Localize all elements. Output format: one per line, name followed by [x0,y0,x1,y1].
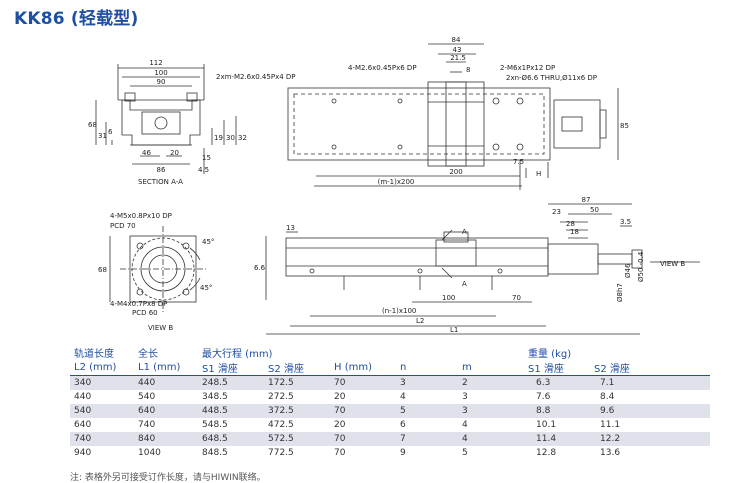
dim-86: 86 [157,166,166,174]
dim-85: 85 [620,122,629,130]
dim-l1: L1 [450,326,458,334]
technical-drawing: 112 100 90 68 31 6 46 20 86 4.5 19 30 32… [88,36,700,335]
header-weight-s1: S1 滑座 [524,360,590,376]
footnote: 注: 表格外另可接受订作长度，请与HIWIN联络。 [70,473,266,483]
dim-87: 87 [582,196,591,204]
dim-28: 28 [566,220,575,228]
header-l1: L1 (mm) [134,360,198,376]
dim-84: 84 [452,36,461,44]
dim-68-b: 68 [98,266,107,274]
dim-15: 15 [202,154,211,162]
header-total-length: 全长 [138,349,158,360]
dim-6-6: 6.6 [254,264,266,272]
label-h: H [536,170,541,178]
dim-21-5: 21.5 [450,54,466,62]
view-b-arrow-label: VIEW B [660,260,685,268]
note-tap-m5: 4-M5x0.8Px10 DP [110,212,172,220]
header-stroke-s1: S1 滑座 [198,360,264,376]
dim-7-5: 7.5 [513,158,524,166]
dim-8: 8 [466,66,470,74]
spec-table: 轨道长度 全长 最大行程 (mm) 重量 (kg) L2 (mm) L1 (mm… [70,345,710,460]
dim-32: 32 [238,134,247,142]
note-pcd-70: PCD 70 [110,222,136,230]
dim-46: 46 [142,149,151,157]
dim-6: 6 [108,128,113,136]
dim-23: 23 [552,208,561,216]
top-view [287,43,619,190]
note-thru-hole: 2xn-Ø6.6 THRU,Ø11x6 DP [506,74,597,82]
dim-dia-8h7: Ø8h7 [616,283,624,302]
view-b [109,226,206,312]
header-h: H (mm) [330,360,396,376]
label-a-top: A [462,228,467,236]
note-tap-m2-6-b: 4-M2.6x0.45Px6 DP [348,64,417,72]
angle-45-a: 45° [202,238,214,246]
dim-18: 18 [570,228,579,236]
angle-45-b: 45° [200,284,212,292]
header-weight: 重量 (kg) [528,349,572,360]
label-a-bottom: A [462,280,467,288]
page-title: KK86 (轻载型) [14,9,139,29]
dim-4-5: 4.5 [198,166,209,174]
dim-50: 50 [590,206,599,214]
section-label: SECTION A-A [138,178,183,186]
note-tap-m2-6-a: 2xm-M2.6x0.45Px4 DP [216,73,296,81]
dim-70: 70 [512,294,521,302]
header-n: n [396,360,458,376]
header-rail-length: 轨道长度 [74,349,114,360]
side-view [265,203,700,335]
note-tap-m6: 2-M6x1Px12 DP [500,64,555,72]
header-m: m [458,360,524,376]
view-b-label: VIEW B [148,324,173,332]
dim-43: 43 [453,46,462,54]
section-a-a-view [95,64,237,174]
dim-19: 19 [214,134,223,142]
dim-68: 68 [88,121,97,129]
dim-3-5: 3.5 [620,218,631,226]
dim-13: 13 [286,224,295,232]
dim-31: 31 [98,132,107,140]
dim-100: 100 [154,69,167,77]
dim-n1-100: (n-1)x100 [382,307,416,315]
dim-m1-200: (m-1)x200 [378,178,415,186]
dim-200: 200 [449,168,462,176]
dim-90: 90 [157,78,166,86]
header-stroke-s2: S2 滑座 [264,360,330,376]
dim-30: 30 [226,134,235,142]
dim-20: 20 [170,149,179,157]
dim-100-b: 100 [442,294,455,302]
dim-dia-50: Ø50 -0.4 [637,251,645,282]
dim-l2: L2 [416,317,424,325]
header-l2: L2 (mm) [70,360,134,376]
dim-dia-46: Ø46 [624,263,632,278]
dim-112: 112 [149,59,162,67]
header-weight-s2: S2 滑座 [590,360,710,376]
note-tap-m4: 4-M4x0.7Px8 DP [110,300,167,308]
note-pcd-60: PCD 60 [132,309,158,317]
header-max-stroke: 最大行程 (mm) [202,349,273,360]
